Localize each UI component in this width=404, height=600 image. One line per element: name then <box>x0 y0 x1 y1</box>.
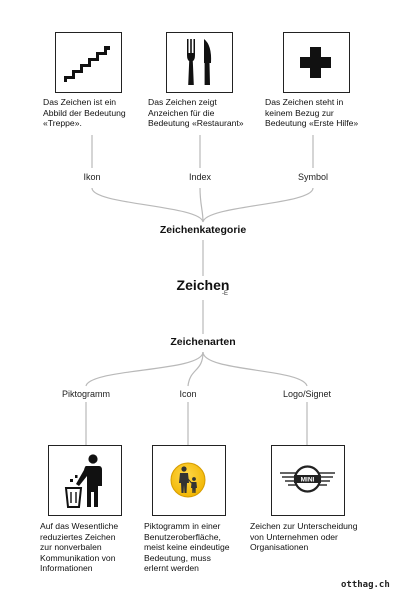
label-logo-signet: Logo/Signet <box>282 389 332 399</box>
symbol-sign-box <box>283 32 350 93</box>
connector-symbol <box>202 135 314 223</box>
logo-description: Zeichen zur Unterscheidung von Unternehm… <box>250 521 358 553</box>
zeichenkategorie-heading: Zeichenkategorie <box>159 224 247 236</box>
piktogramm-box <box>48 445 122 516</box>
connector-piktogramm <box>85 351 204 445</box>
mini-logo-icon: MINI <box>280 465 335 493</box>
connector-logo <box>202 351 308 445</box>
trash-pictogram-icon <box>64 454 102 508</box>
fork-knife-icon <box>187 39 212 85</box>
label-ikon: Ikon <box>83 172 101 182</box>
label-piktogramm: Piktogramm <box>61 389 110 399</box>
label-index: Index <box>188 172 212 182</box>
cross-icon <box>300 47 331 78</box>
index-description: Das Zeichen zeigt Anzeichen für die Bede… <box>148 97 244 129</box>
label-icon: Icon <box>179 389 197 399</box>
ikon-description: Das Zeichen ist ein Abbild der Bedeutung… <box>43 97 126 129</box>
watermark: otthag.ch <box>341 580 390 590</box>
stairs-icon <box>64 46 110 82</box>
symbol-description: Das Zeichen steht in keinem Bezug zur Be… <box>265 97 359 129</box>
zeichen-heading: Zeichen <box>176 277 230 293</box>
logo-box: MINI <box>271 445 345 516</box>
connector-icon <box>187 351 204 445</box>
piktogramm-description: Auf das Wesentliche reduziertes Zeichen … <box>40 521 119 574</box>
zeichenarten-heading: Zeichenarten <box>170 336 236 348</box>
icon-box <box>152 445 226 516</box>
svg-text:MINI: MINI <box>301 477 315 484</box>
label-symbol: Symbol <box>297 172 328 182</box>
connector-ikon <box>91 135 204 223</box>
index-sign-box <box>166 32 233 93</box>
connector-index <box>199 135 204 223</box>
zeichen-mark: -E <box>222 291 228 297</box>
family-icon <box>170 462 206 498</box>
ikon-sign-box <box>55 32 122 93</box>
icon-description: Piktogramm in einer Benutzeroberfläche, … <box>144 521 230 574</box>
